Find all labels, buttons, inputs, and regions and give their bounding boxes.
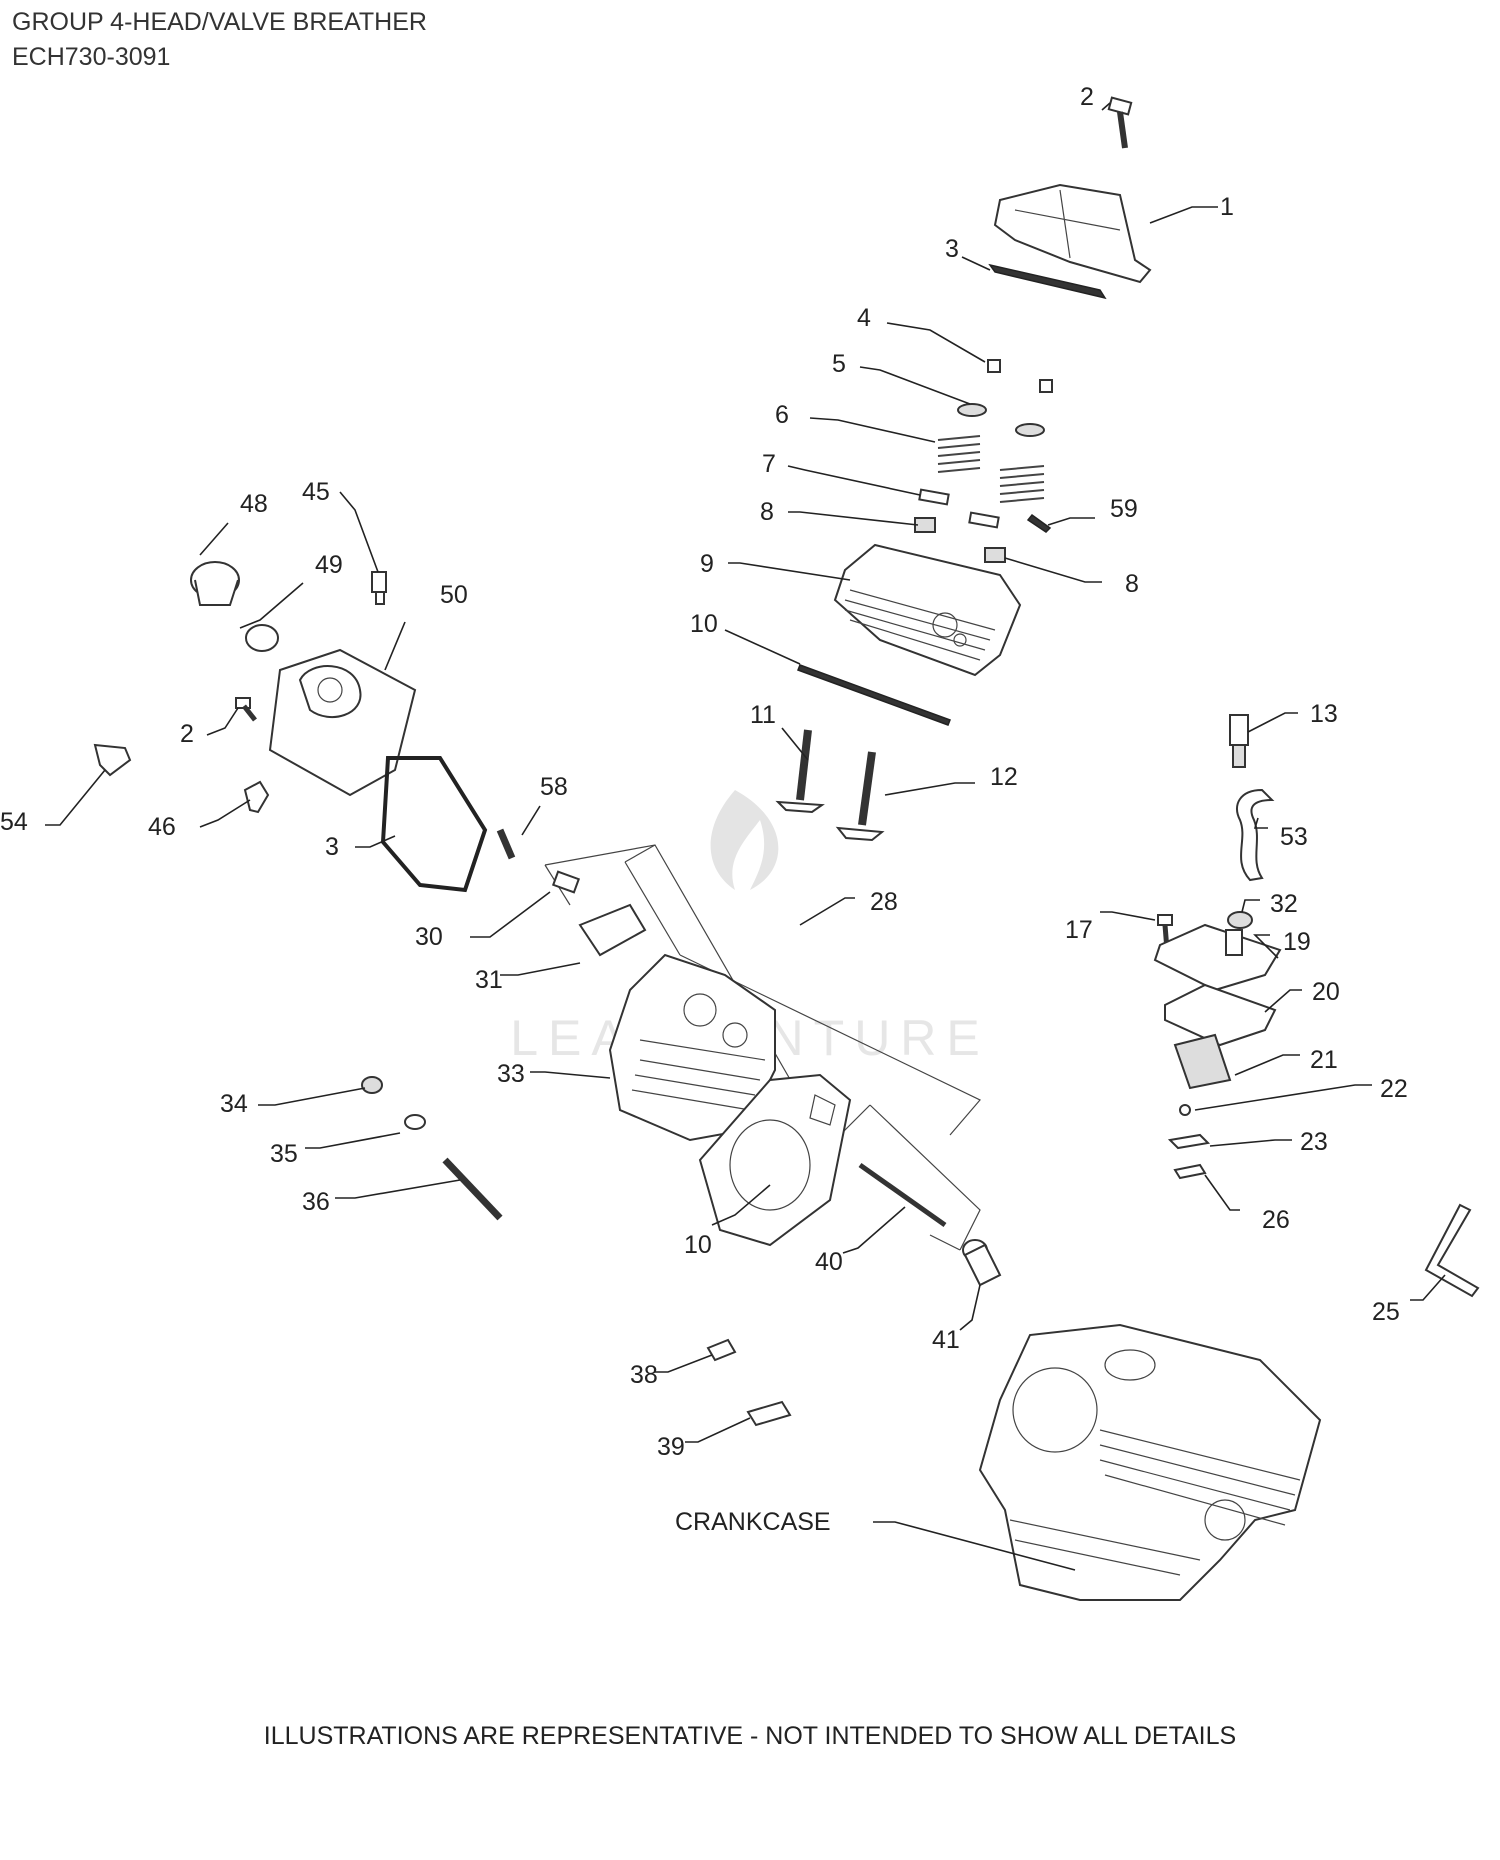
part-breather-hose bbox=[1235, 788, 1275, 882]
part-breather-gasket bbox=[1164, 983, 1277, 1047]
callout-8-right: 8 bbox=[1125, 570, 1139, 598]
callout-2-left: 2 bbox=[180, 720, 194, 748]
part-tube-41 bbox=[962, 1239, 1002, 1287]
part-valve-keepers bbox=[957, 359, 1053, 437]
callout-labels: 1 2 3 4 5 6 7 8 59 8 9 10 11 12 13 53 17… bbox=[0, 83, 1408, 1536]
callout-3-left: 3 bbox=[325, 833, 339, 861]
callout-3-top: 3 bbox=[945, 235, 959, 263]
callout-53: 53 bbox=[1280, 823, 1308, 851]
part-bracket-25 bbox=[1424, 1203, 1480, 1298]
callout-12: 12 bbox=[990, 763, 1018, 791]
leader-lines bbox=[45, 102, 1446, 1571]
part-bolt-left bbox=[235, 697, 257, 722]
callout-49: 49 bbox=[315, 551, 343, 579]
callout-11: 11 bbox=[750, 701, 776, 729]
part-oil-fill-cap bbox=[190, 561, 240, 606]
part-breather-filter bbox=[1173, 1033, 1232, 1090]
callout-5: 5 bbox=[832, 350, 846, 378]
callout-13: 13 bbox=[1310, 700, 1338, 728]
part-valve-seals bbox=[914, 488, 1006, 563]
callout-21: 21 bbox=[1310, 1046, 1338, 1074]
watermark-flame-icon bbox=[710, 790, 779, 890]
callout-28: 28 bbox=[870, 888, 898, 916]
part-valve-cover-50 bbox=[268, 648, 417, 797]
callout-35: 35 bbox=[270, 1140, 298, 1168]
callout-45: 45 bbox=[302, 478, 330, 506]
callout-58: 58 bbox=[540, 773, 568, 801]
callout-crankcase: CRANKCASE bbox=[675, 1508, 831, 1536]
part-valves bbox=[775, 729, 885, 842]
callout-33: 33 bbox=[497, 1060, 525, 1088]
callout-9: 9 bbox=[700, 550, 714, 578]
part-gasket-loop bbox=[380, 756, 488, 893]
callout-41: 41 bbox=[932, 1326, 960, 1354]
part-bracket-54 bbox=[93, 743, 132, 777]
callout-23: 23 bbox=[1300, 1128, 1328, 1156]
part-cylinder-head-upper bbox=[833, 543, 1022, 677]
part-block-30 bbox=[551, 870, 581, 894]
part-fitting-46 bbox=[243, 780, 270, 814]
part-o-ring bbox=[245, 624, 279, 652]
callout-2-top: 2 bbox=[1080, 83, 1094, 111]
part-small-hardware bbox=[1167, 1104, 1211, 1180]
part-nut-washer-stud bbox=[361, 1076, 503, 1221]
callout-22: 22 bbox=[1380, 1075, 1408, 1103]
callout-30: 30 bbox=[415, 923, 443, 951]
part-valve-springs bbox=[937, 435, 1045, 503]
callout-32: 32 bbox=[1270, 890, 1298, 918]
callout-25: 25 bbox=[1372, 1298, 1400, 1326]
model-number: ECH730-3091 bbox=[12, 43, 171, 71]
group-title: GROUP 4-HEAD/VALVE BREATHER bbox=[12, 8, 427, 36]
callout-17: 17 bbox=[1065, 916, 1093, 944]
part-bolt-top bbox=[1107, 96, 1133, 149]
part-pushrod bbox=[858, 1162, 947, 1228]
callout-26: 26 bbox=[1262, 1206, 1290, 1234]
callout-40: 40 bbox=[815, 1248, 843, 1276]
part-valve-cover bbox=[993, 183, 1152, 284]
callout-50: 50 bbox=[440, 581, 468, 609]
callout-59: 59 bbox=[1110, 495, 1138, 523]
part-small-plates bbox=[706, 1338, 792, 1427]
callout-36: 36 bbox=[302, 1188, 330, 1216]
callout-1: 1 bbox=[1220, 193, 1234, 221]
part-rocker-31 bbox=[578, 903, 647, 957]
part-gasket-strip bbox=[988, 263, 1107, 300]
callout-31: 31 bbox=[475, 966, 503, 994]
callout-34: 34 bbox=[220, 1090, 248, 1118]
callout-39: 39 bbox=[657, 1433, 685, 1461]
callout-19: 19 bbox=[1283, 928, 1311, 956]
part-fitting-45 bbox=[371, 571, 387, 605]
callout-38: 38 bbox=[630, 1361, 658, 1389]
part-breather-cover bbox=[1153, 923, 1282, 992]
part-sensor bbox=[1229, 714, 1249, 768]
part-stud-58 bbox=[496, 828, 516, 860]
callout-48: 48 bbox=[240, 490, 268, 518]
part-head-gasket-thin bbox=[797, 664, 951, 726]
disclaimer-note: ILLUSTRATIONS ARE REPRESENTATIVE - NOT I… bbox=[263, 1722, 1237, 1750]
part-crankcase bbox=[978, 1323, 1322, 1601]
callout-46: 46 bbox=[148, 813, 176, 841]
callout-54: 54 bbox=[0, 808, 28, 836]
callout-20: 20 bbox=[1312, 978, 1340, 1006]
callout-8-left: 8 bbox=[760, 498, 774, 526]
callout-6: 6 bbox=[775, 401, 789, 429]
part-head-gasket-outline bbox=[698, 1073, 852, 1247]
callout-4: 4 bbox=[857, 304, 871, 332]
callout-10-top: 10 bbox=[690, 610, 718, 638]
part-pin bbox=[1026, 513, 1052, 533]
callout-10-bottom: 10 bbox=[684, 1231, 712, 1259]
callout-7: 7 bbox=[762, 450, 776, 478]
